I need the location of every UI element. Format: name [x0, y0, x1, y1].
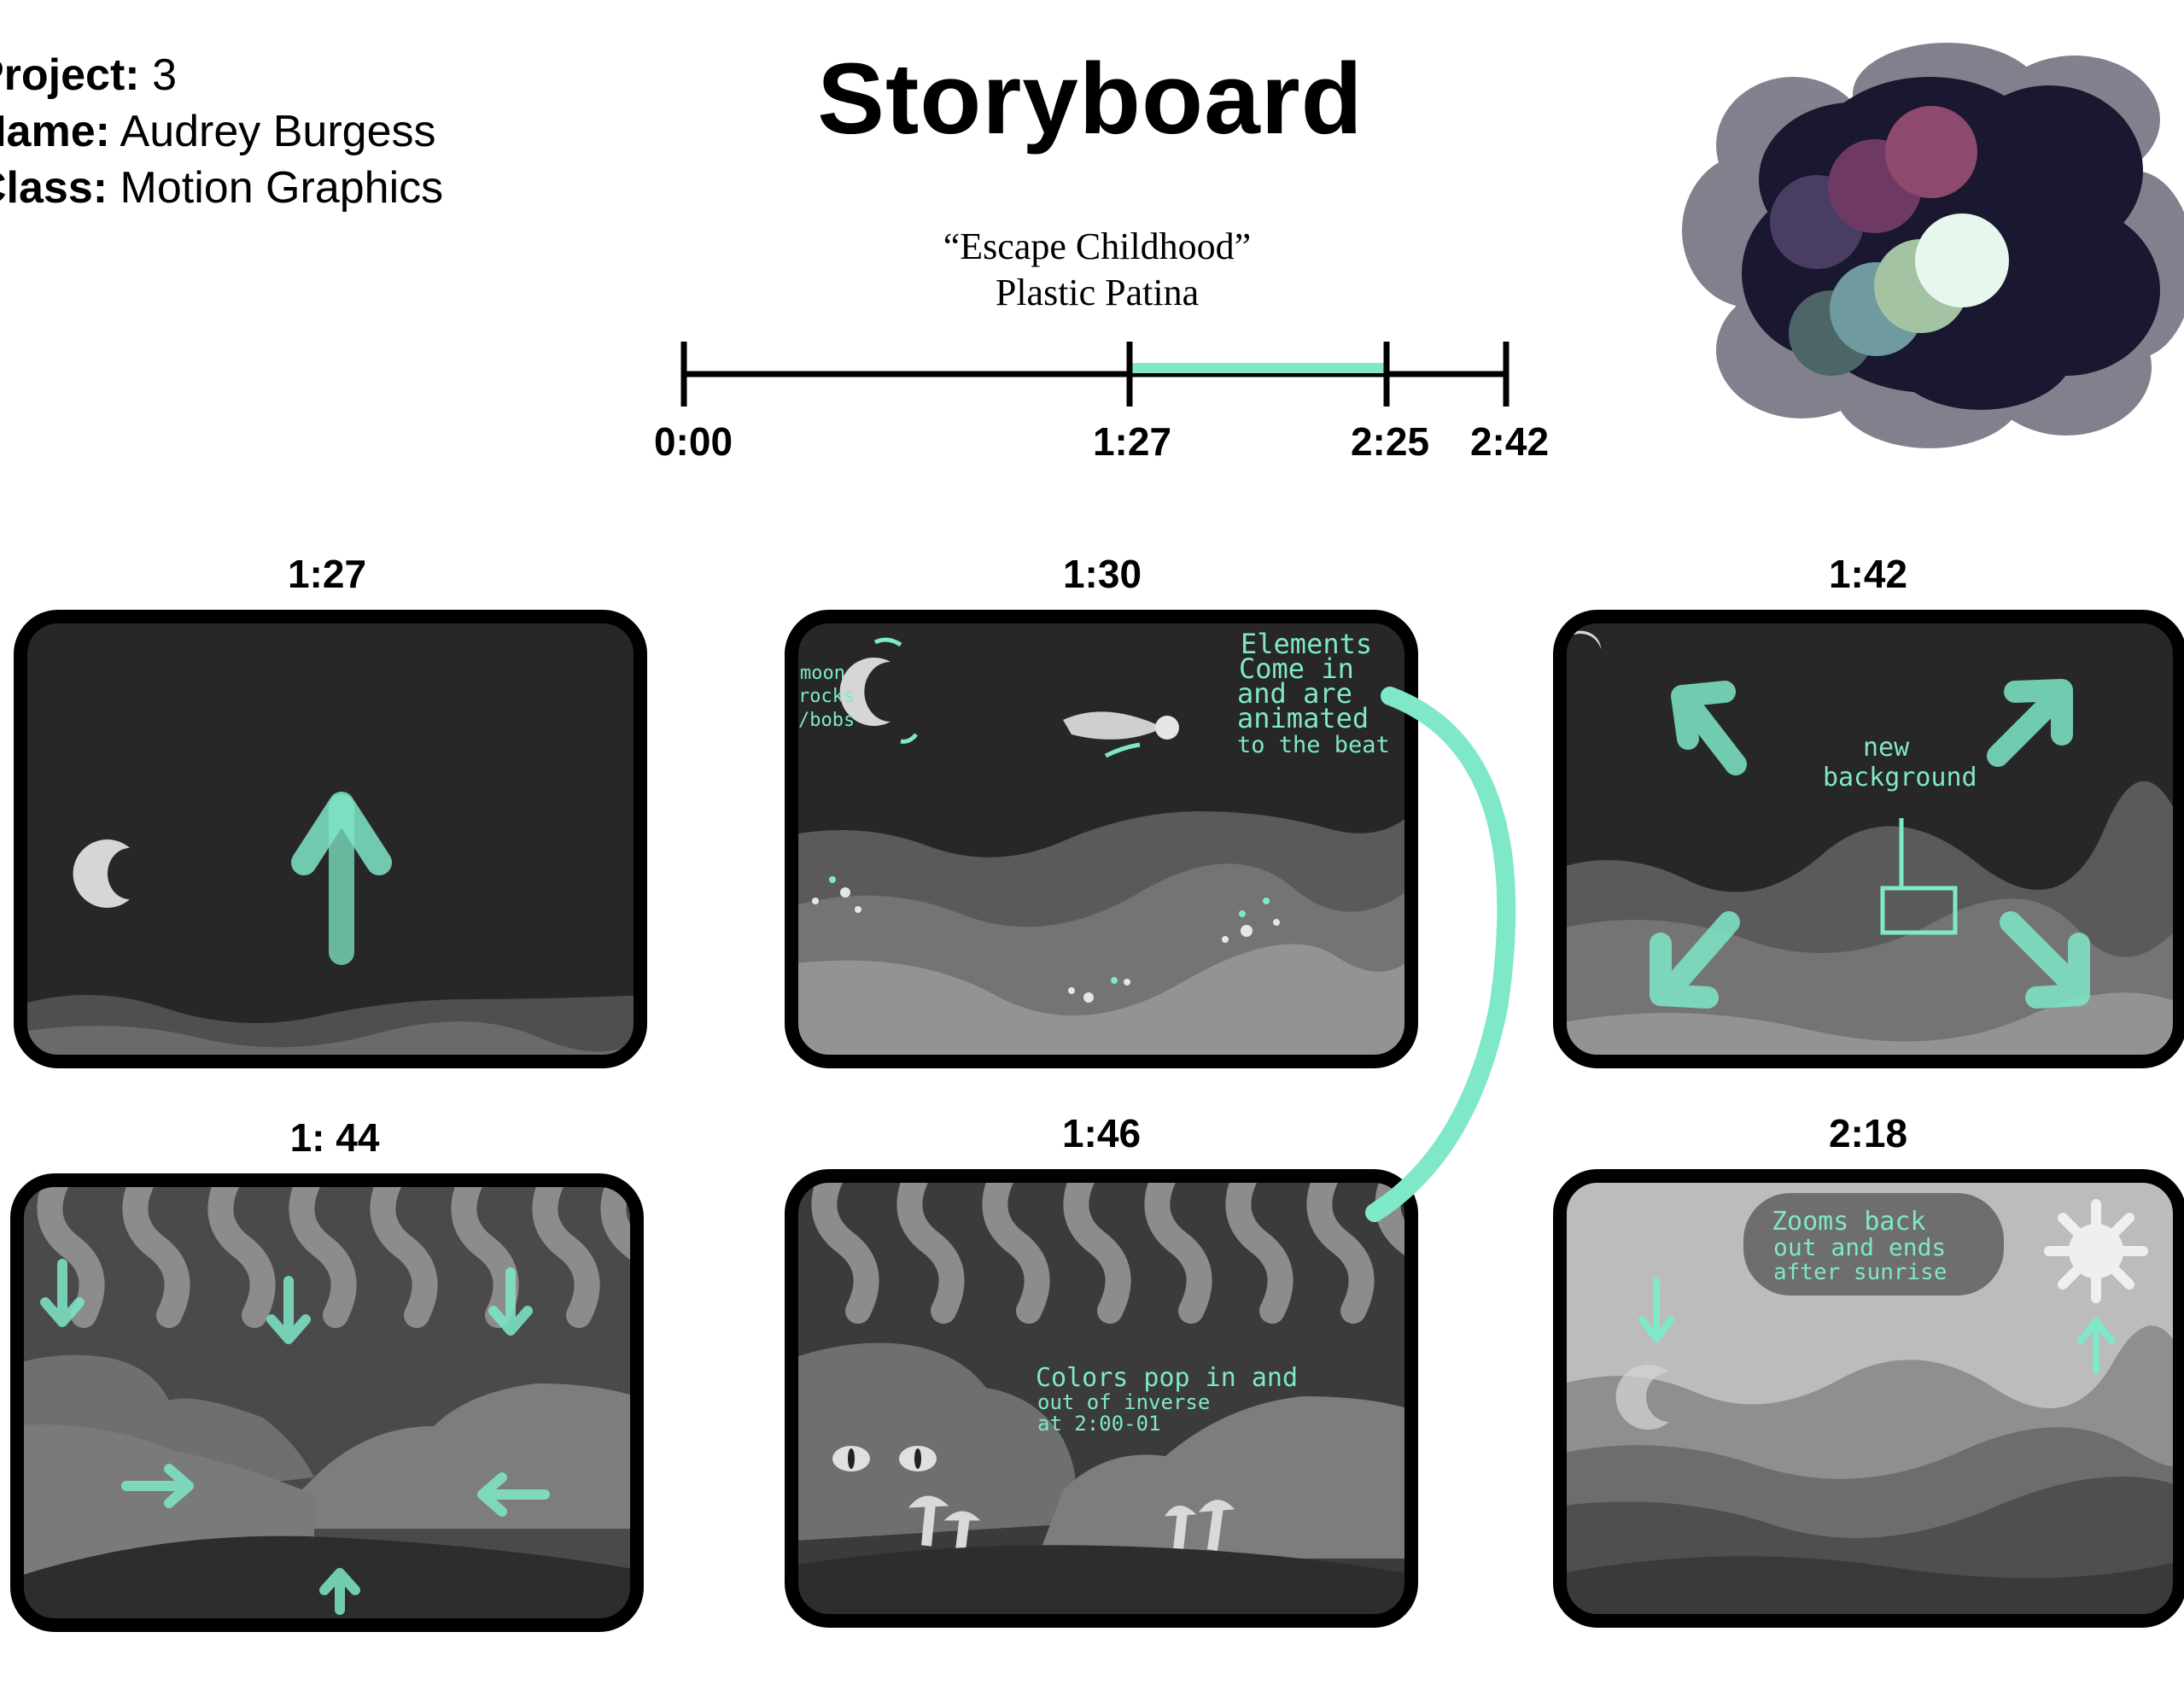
- eyes-icon: [832, 1446, 937, 1471]
- frame-4-1-44: [7, 1170, 647, 1635]
- class-line: Class: Motion Graphics: [0, 160, 443, 216]
- tick-label-start: 0:00: [653, 419, 733, 464]
- song-title: “Escape Childhood”: [943, 225, 1252, 267]
- name-label: Name:: [0, 107, 110, 156]
- right-arrow-icon: [121, 1464, 194, 1508]
- name-line: Name: Audrey Burgess: [0, 103, 443, 160]
- class-label: Class:: [0, 163, 108, 213]
- new-background-label: new background: [1823, 733, 1977, 935]
- project-value: 3: [152, 50, 177, 100]
- frame-2-1-30: moon rocks /bobs Elements Come in and ar…: [781, 606, 1422, 1072]
- arrow-up-right-icon: [1987, 679, 2073, 767]
- left-arrow-icon: [477, 1472, 550, 1517]
- frame-4-time: 1: 44: [289, 1115, 380, 1160]
- frame-5-time: 1:46: [1061, 1111, 1142, 1155]
- note-zooms-back: Zooms back: [1772, 1207, 1926, 1237]
- frame-1-time: 1:27: [287, 552, 367, 596]
- arrow-up-left-icon: [1671, 681, 1747, 775]
- note-background: background: [1823, 763, 1977, 793]
- frame-1-1-27: [10, 606, 651, 1072]
- note-out-and-ends: out and ends: [1773, 1233, 1946, 1261]
- timeline-highlight: [1130, 363, 1387, 373]
- note-timestamp: at 2:00-01: [1037, 1412, 1161, 1436]
- project-line: Project: 3: [0, 47, 443, 103]
- frame-2-time: 1:30: [1062, 552, 1142, 596]
- note-and-are: and are: [1237, 677, 1352, 710]
- page-title: Storyboard: [817, 43, 1364, 155]
- moon-icon: [1615, 1365, 1669, 1430]
- note-new: new: [1863, 733, 1910, 763]
- note-bubble: [1743, 1193, 2004, 1296]
- arrow-down-left-icon: [1650, 911, 1740, 1009]
- timeline: 0:00 1:27 2:25 2:42: [649, 333, 1549, 504]
- note-animated: animated: [1237, 702, 1369, 734]
- moon-icon: [73, 839, 130, 908]
- tick-label-1-27: 1:27: [1092, 419, 1172, 464]
- song-info: “Escape Childhood” Plastic Patina: [854, 224, 1340, 316]
- timeline-bar: [680, 342, 1510, 407]
- note-to-the-beat: to the beat: [1237, 732, 1390, 758]
- color-palette: [1682, 43, 2184, 448]
- mushrooms-icon: [908, 1495, 1235, 1551]
- note-inverse: out of inverse: [1037, 1390, 1210, 1414]
- sun-icon: [2044, 1199, 2148, 1303]
- tick-label-end: 2:42: [1469, 419, 1550, 464]
- down-arrow-icon: [1638, 1278, 1674, 1342]
- name-value: Audrey Burgess: [120, 107, 436, 156]
- frame-3-1-42: new background: [1550, 606, 2184, 1072]
- tick-label-2-25: 2:25: [1350, 419, 1430, 464]
- arrow-down-right-icon: [2000, 911, 2090, 1009]
- note-rocks: rocks: [798, 686, 855, 707]
- frame-6-2-18: Zooms back out and ends after sunrise: [1550, 1166, 2184, 1631]
- up-arrow-icon: [291, 792, 392, 965]
- note-elements: Elements: [1241, 628, 1372, 660]
- note-after-sunrise: after sunrise: [1773, 1260, 1947, 1285]
- comet-icon: [1063, 711, 1164, 740]
- down-arrow-icon: [488, 1267, 533, 1336]
- note-colors-pop: Colors pop in and: [1036, 1363, 1298, 1393]
- down-arrow-icon: [40, 1259, 85, 1327]
- frame-3-time: 1:42: [1828, 552, 1908, 596]
- up-arrow-icon: [2077, 1318, 2115, 1374]
- project-label: Project:: [0, 50, 140, 100]
- class-value: Motion Graphics: [120, 163, 444, 213]
- frame-5-1-46: Colors pop in and out of inverse at 2:00…: [781, 1166, 1422, 1631]
- down-arrow-icon: [266, 1276, 311, 1344]
- note-bobs: /bobs: [798, 710, 855, 731]
- frame-6-time: 2:18: [1828, 1111, 1908, 1155]
- moon-icon: [839, 658, 891, 726]
- song-artist: Plastic Patina: [995, 272, 1200, 313]
- up-arrow-icon: [319, 1568, 360, 1615]
- note-come-in: Come in: [1239, 652, 1354, 685]
- palette-swatch-3: [1885, 106, 1977, 198]
- note-moon: moon: [800, 663, 845, 684]
- project-info: Project: 3 Name: Audrey Burgess Class: M…: [0, 47, 443, 216]
- palette-swatch-7: [1915, 214, 2009, 307]
